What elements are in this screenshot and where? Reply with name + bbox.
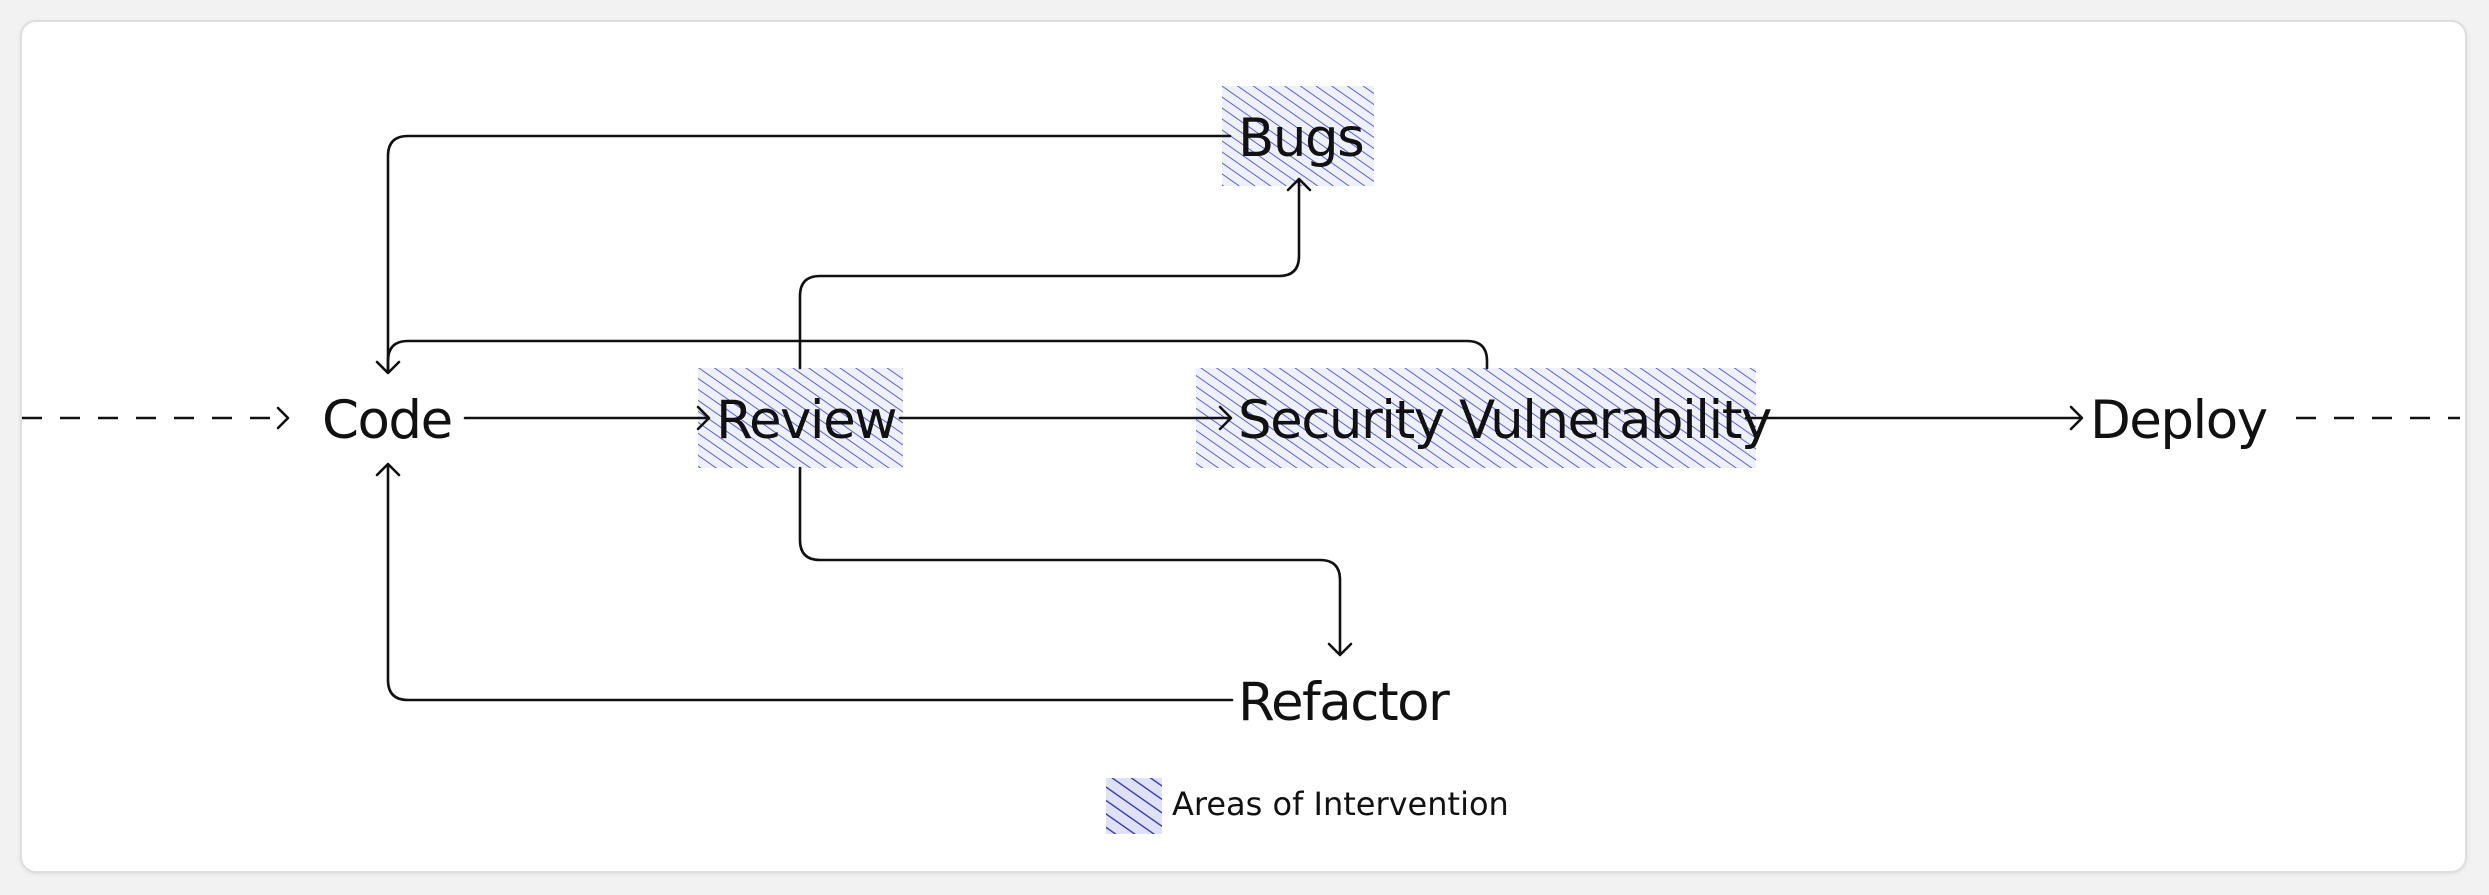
entry-arrowhead	[276, 406, 290, 430]
arrowhead-review-security	[1218, 405, 1233, 431]
node-deploy: Deploy	[2090, 390, 2267, 451]
node-bugs: Bugs	[1238, 108, 1363, 169]
edge-review-bugs	[798, 178, 1301, 370]
arrowhead-into-code-bottom	[375, 462, 401, 477]
bugs-hatch-area	[1222, 86, 1374, 186]
edge-security-code	[386, 339, 1489, 374]
node-refactor: Refactor	[1238, 672, 1450, 733]
arrowhead-review-refactor	[1327, 642, 1353, 657]
arrowhead-security-deploy	[2069, 405, 2084, 431]
edge-bugs-code	[386, 134, 1232, 374]
arrowhead-review-bugs	[1286, 177, 1312, 192]
review-hatch-area	[698, 368, 903, 468]
legend-label: Areas of Intervention	[1172, 785, 1509, 823]
node-security-vulnerability: Security Vulnerability	[1238, 390, 1771, 451]
arrowhead-code-review	[696, 405, 711, 431]
node-code: Code	[322, 390, 452, 451]
arrowhead-into-code-top	[375, 360, 401, 375]
legend-hatch-swatch	[1106, 778, 1162, 834]
edge-refactor-code	[386, 463, 1234, 702]
security-hatch-area	[1196, 368, 1756, 468]
node-review: Review	[716, 390, 896, 451]
edge-review-refactor	[798, 466, 1342, 656]
